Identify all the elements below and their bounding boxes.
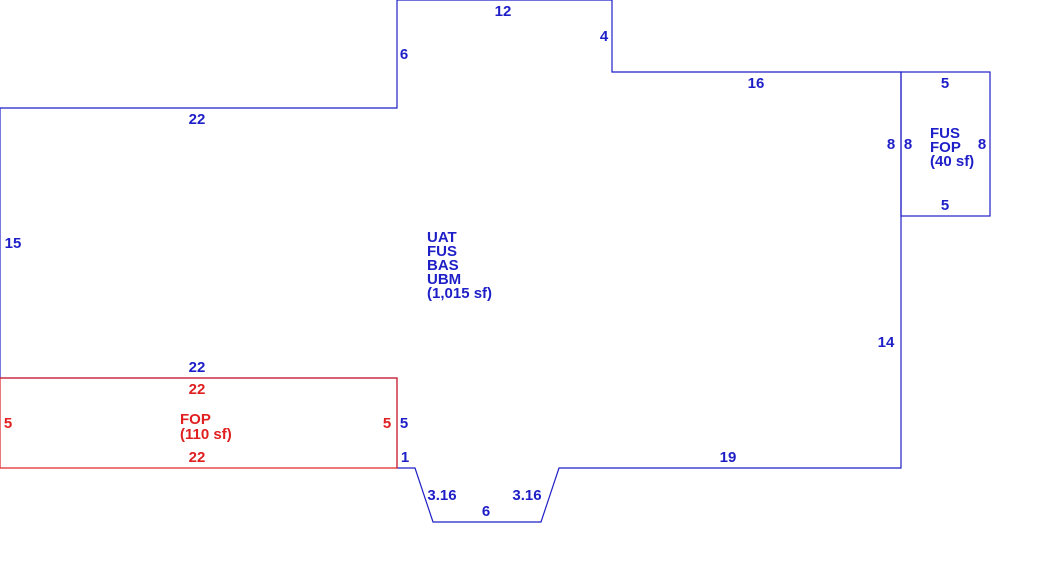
- dim-left-step-6: 6: [400, 46, 408, 63]
- dim-porch-left-5: 5: [4, 415, 12, 432]
- dim-small-left-8: 8: [904, 136, 912, 153]
- dim-top-12: 12: [495, 3, 512, 20]
- front-porch-label: FOP: [180, 411, 211, 428]
- dim-small-top-5: 5: [941, 75, 949, 92]
- dim-bay-right-316: 3.16: [512, 487, 541, 504]
- main-area-label-1: UAT: [427, 229, 457, 246]
- dim-step-5: 5: [400, 415, 408, 432]
- small-porch-label-2: FOP: [930, 139, 961, 156]
- dim-porch-right-5: 5: [383, 415, 391, 432]
- dim-bay-bottom-6: 6: [482, 503, 490, 520]
- front-porch-outline: [0, 377, 398, 469]
- dim-right-side-14: 14: [878, 334, 895, 351]
- dim-bay-left-316: 3.16: [427, 487, 456, 504]
- small-porch-size: (40 sf): [930, 153, 974, 170]
- dim-porch-top-22: 22: [189, 381, 206, 398]
- dim-main-8: 8: [887, 136, 895, 153]
- main-area-label-3: BAS: [427, 257, 459, 274]
- front-porch-size: (110 sf): [180, 426, 232, 443]
- dim-top-right-16: 16: [748, 75, 765, 92]
- small-porch-label-1: FUS: [930, 125, 960, 142]
- dim-main-bottom-22: 22: [189, 359, 206, 376]
- dim-bottom-19: 19: [720, 449, 737, 466]
- dim-small-bottom-5: 5: [941, 197, 949, 214]
- dim-porch-bottom-22: 22: [189, 449, 206, 466]
- main-area-size: (1,015 sf): [427, 285, 492, 302]
- main-area-label-4: UBM: [427, 271, 461, 288]
- main-area-label-2: FUS: [427, 243, 457, 260]
- dim-left-top-22: 22: [189, 111, 206, 128]
- dim-right-step-4: 4: [600, 28, 609, 45]
- dim-small-right-8: 8: [978, 136, 986, 153]
- dim-left-side-15: 15: [5, 235, 22, 252]
- dim-step-1: 1: [401, 449, 409, 466]
- small-porch-outline: [900, 71, 991, 217]
